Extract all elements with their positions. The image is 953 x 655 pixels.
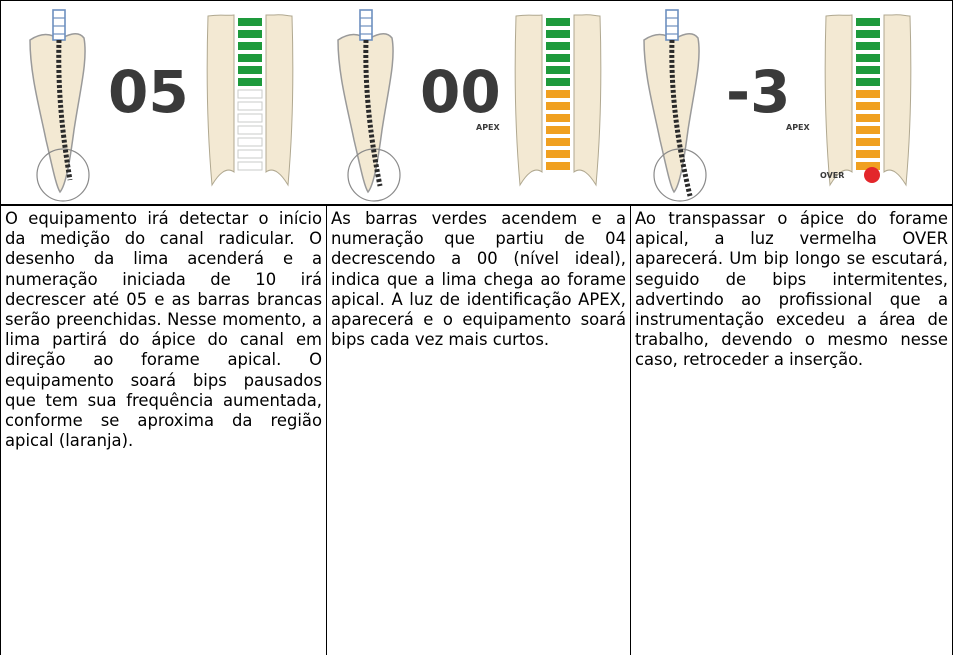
panel-stage-1-illustration: 05 [0, 0, 326, 204]
level-bar-green [546, 42, 570, 50]
level-bar-green [856, 66, 880, 74]
level-bar-green [238, 30, 262, 38]
level-bar-off [237, 89, 263, 99]
endodontic-file-icon [52, 9, 73, 181]
level-bar-green [238, 54, 262, 62]
level-bar-off [237, 137, 263, 147]
level-bar-orange [546, 90, 570, 98]
level-bar-orange [546, 162, 570, 170]
level-bar-gauge-icon [206, 14, 294, 187]
description-cell-3: Ao transpassar o ápice do forame apical,… [630, 205, 953, 655]
level-bar-green [546, 30, 570, 38]
level-bar-green [546, 66, 570, 74]
level-bar-off [237, 149, 263, 159]
level-bar-orange [546, 126, 570, 134]
level-bar-green [856, 42, 880, 50]
panel-stage-3-illustration: -3 APEX OVER [630, 0, 952, 204]
description-text: O equipamento irá detectar o início da m… [5, 209, 322, 451]
level-bar-off [237, 113, 263, 123]
level-bar-orange [856, 126, 880, 134]
level-bar-gauge-icon [824, 14, 912, 187]
over-label: OVER [820, 171, 844, 180]
level-bar-off [237, 101, 263, 111]
level-bar-green [856, 54, 880, 62]
level-bar-green [856, 18, 880, 26]
over-red-light [864, 167, 880, 183]
endodontic-file-icon [665, 9, 693, 197]
description-text: Ao transpassar o ápice do forame apical,… [635, 209, 948, 370]
level-bar-orange [856, 102, 880, 110]
level-bar-off [237, 161, 263, 171]
apex-locator-diagram: -3 APEX OVER [643, 9, 912, 202]
level-bar-orange [856, 114, 880, 122]
apex-locator-diagram: 00 APEX [337, 9, 602, 202]
description-cell-1: O equipamento irá detectar o início da m… [0, 205, 326, 655]
level-bar-orange [856, 162, 880, 170]
level-bar-orange [546, 138, 570, 146]
level-bar-green [856, 78, 880, 86]
level-bar-green [546, 78, 570, 86]
level-bar-orange [546, 102, 570, 110]
level-bar-green [856, 30, 880, 38]
level-bar-orange [546, 150, 570, 158]
level-bar-green [546, 18, 570, 26]
level-bar-off [237, 125, 263, 135]
level-bar-orange [856, 138, 880, 146]
panel-stage-2-illustration: 00 APEX [326, 0, 630, 204]
over-indicator-icon: OVER [820, 167, 880, 183]
level-bar-green [238, 18, 262, 26]
apex-label: APEX [476, 123, 501, 132]
tooth-root-icon [643, 33, 707, 202]
description-text: As barras verdes acendem e a numeração q… [331, 209, 626, 350]
row-divider [0, 204, 953, 205]
level-bar-green [546, 54, 570, 62]
level-bar-gauge-icon [514, 14, 602, 187]
endodontic-file-icon [359, 9, 383, 187]
level-bar-green [238, 42, 262, 50]
apex-locator-diagram: 05 [29, 9, 294, 202]
level-bar-green [238, 66, 262, 74]
reading-digits: -3 [726, 58, 790, 126]
level-bar-green [238, 78, 262, 86]
apex-label: APEX [786, 123, 811, 132]
level-bar-orange [856, 90, 880, 98]
reading-digits: 00 [420, 58, 501, 126]
reading-digits: 05 [108, 58, 189, 126]
description-cell-2: As barras verdes acendem e a numeração q… [326, 205, 630, 655]
level-bar-orange [856, 150, 880, 158]
level-bar-orange [546, 114, 570, 122]
